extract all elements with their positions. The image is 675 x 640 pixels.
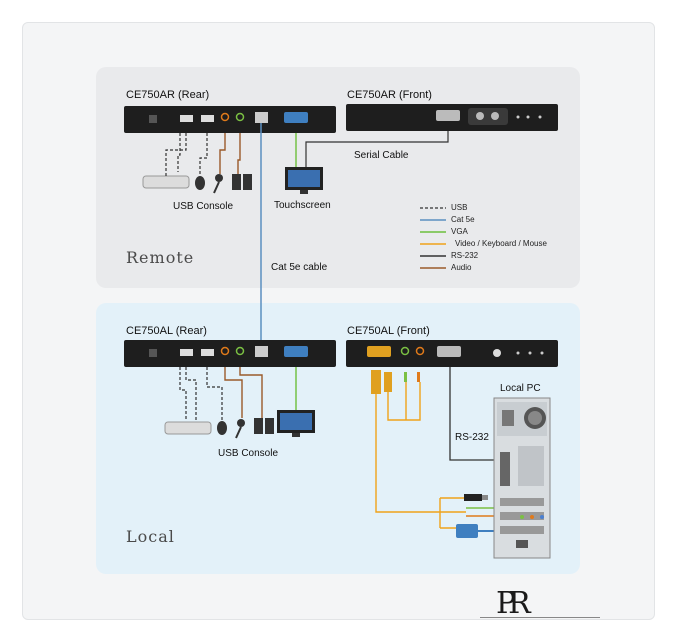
legend-lines	[420, 207, 446, 269]
ce750ar-front-unit	[346, 104, 558, 131]
usb-console-remote-caption: USB Console	[173, 201, 234, 212]
remote-speakers-icon	[232, 174, 252, 190]
legend-rs232: RS-232	[451, 251, 479, 260]
ce750ar-rear-unit	[124, 106, 336, 133]
ce750ar-front-title: CE750AR (Front)	[347, 89, 432, 101]
local-mouse-icon	[217, 421, 227, 435]
logo-underline	[480, 617, 600, 618]
legend-usb: USB	[451, 203, 468, 212]
remote-mouse-icon	[195, 176, 205, 190]
cat5e-cable-caption: Cat 5e cable	[271, 262, 328, 273]
vga-plug-icon	[456, 524, 478, 538]
local-pc-icon	[493, 397, 551, 559]
ce750al-front-unit	[346, 340, 558, 367]
local-pc-caption: Local PC	[500, 383, 541, 394]
local-microphone-icon	[235, 419, 245, 439]
remote-keyboard-icon	[142, 175, 190, 189]
ce750al-rear-unit	[124, 340, 336, 367]
local-region-label: Local	[126, 527, 175, 546]
ce750al-front-title: CE750AL (Front)	[347, 325, 430, 337]
usb-console-local-caption: USB Console	[218, 448, 279, 459]
ce750ar-rear-title: CE750AR (Rear)	[126, 89, 210, 101]
legend-vga: VGA	[451, 227, 468, 236]
rs232-caption: RS-232	[455, 432, 489, 443]
usb-plug-icon	[464, 494, 482, 501]
local-speakers-icon	[254, 418, 274, 434]
local-keyboard-icon	[164, 421, 212, 435]
kvm-cable-icon	[371, 370, 420, 394]
legend-audio: Audio	[451, 263, 472, 272]
remote-microphone-icon	[213, 174, 223, 194]
pr-logo: PR	[496, 586, 531, 621]
legend-video-keyboard-mouse: Video / Keyboard / Mouse	[455, 239, 547, 248]
local-monitor-icon	[277, 410, 315, 437]
remote-region-label: Remote	[126, 248, 195, 267]
ce750al-rear-title: CE750AL (Rear)	[126, 325, 207, 337]
touchscreen-caption: Touchscreen	[274, 200, 331, 211]
serial-cable-caption: Serial Cable	[354, 150, 409, 161]
touchscreen-icon	[285, 167, 323, 194]
legend-cat5e: Cat 5e	[451, 215, 475, 224]
